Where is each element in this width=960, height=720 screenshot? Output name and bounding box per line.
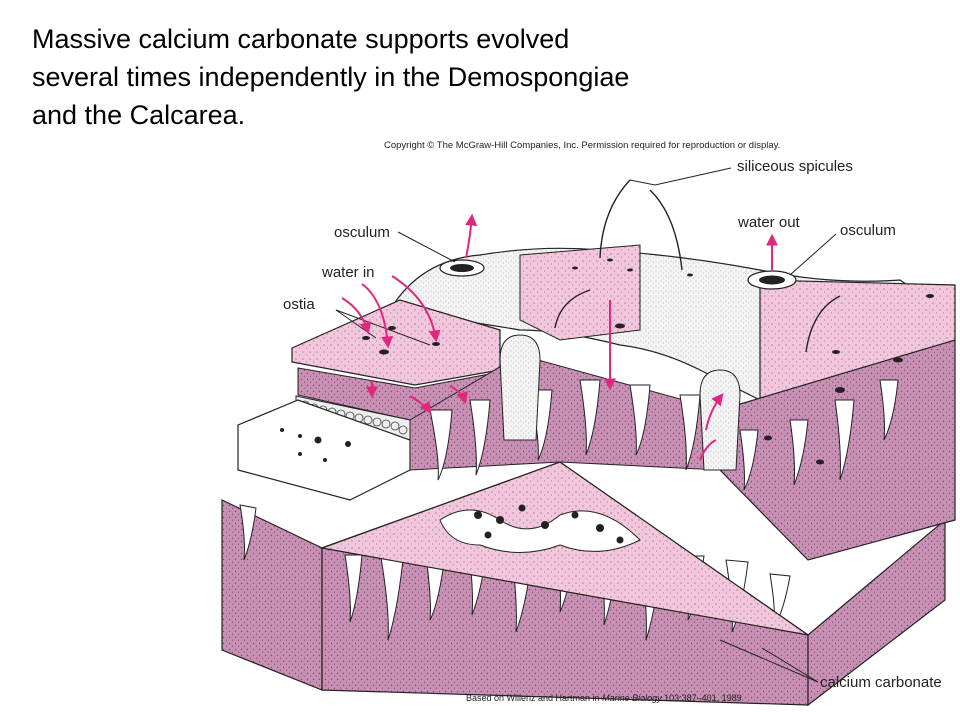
title-line-1: Massive calcium carbonate supports evolv… (32, 24, 570, 54)
label-water-out: water out (738, 214, 800, 231)
inhalant-chamber-right (699, 369, 741, 471)
source-journal: Marine Biology (602, 693, 662, 703)
water-in-arrow-2 (361, 283, 394, 349)
tissue-layers (237, 244, 956, 561)
water-in-arrow-1 (341, 297, 372, 335)
title-line-3: and the Calcarea. (32, 100, 246, 130)
surface-pores (362, 258, 934, 465)
canal-openings (474, 504, 624, 544)
oscula (439, 259, 797, 290)
water-in-arrow-3 (391, 275, 441, 343)
inner-cut-surface (319, 461, 809, 636)
source-citation: Based on Willenz and Hartman in Marine B… (466, 693, 742, 703)
label-calcium-carbonate: calcium carbonate (820, 674, 942, 691)
copyright-notice: Copyright © The McGraw-Hill Companies, I… (384, 140, 781, 151)
water-out-arrow-left (465, 213, 478, 259)
label-osculum-right: osculum (840, 222, 896, 239)
label-siliceous-spicules: siliceous spicules (737, 158, 853, 175)
label-ostia: ostia (283, 296, 315, 313)
label-osculum-left: osculum (334, 224, 390, 241)
spicules (554, 179, 841, 353)
slide-title: Massive calcium carbonate supports evolv… (32, 20, 752, 134)
title-line-2: several times independently in the Demos… (32, 62, 630, 92)
source-suffix: 103:387–401, 1989 (661, 693, 742, 703)
block-right-side (807, 518, 946, 707)
block-front-left (221, 499, 323, 691)
source-prefix: Based on Willenz and Hartman in (466, 693, 603, 703)
inhalant-chamber-left (499, 334, 541, 441)
water-flow-arrows (341, 213, 778, 461)
label-water-in: water in (322, 264, 375, 281)
